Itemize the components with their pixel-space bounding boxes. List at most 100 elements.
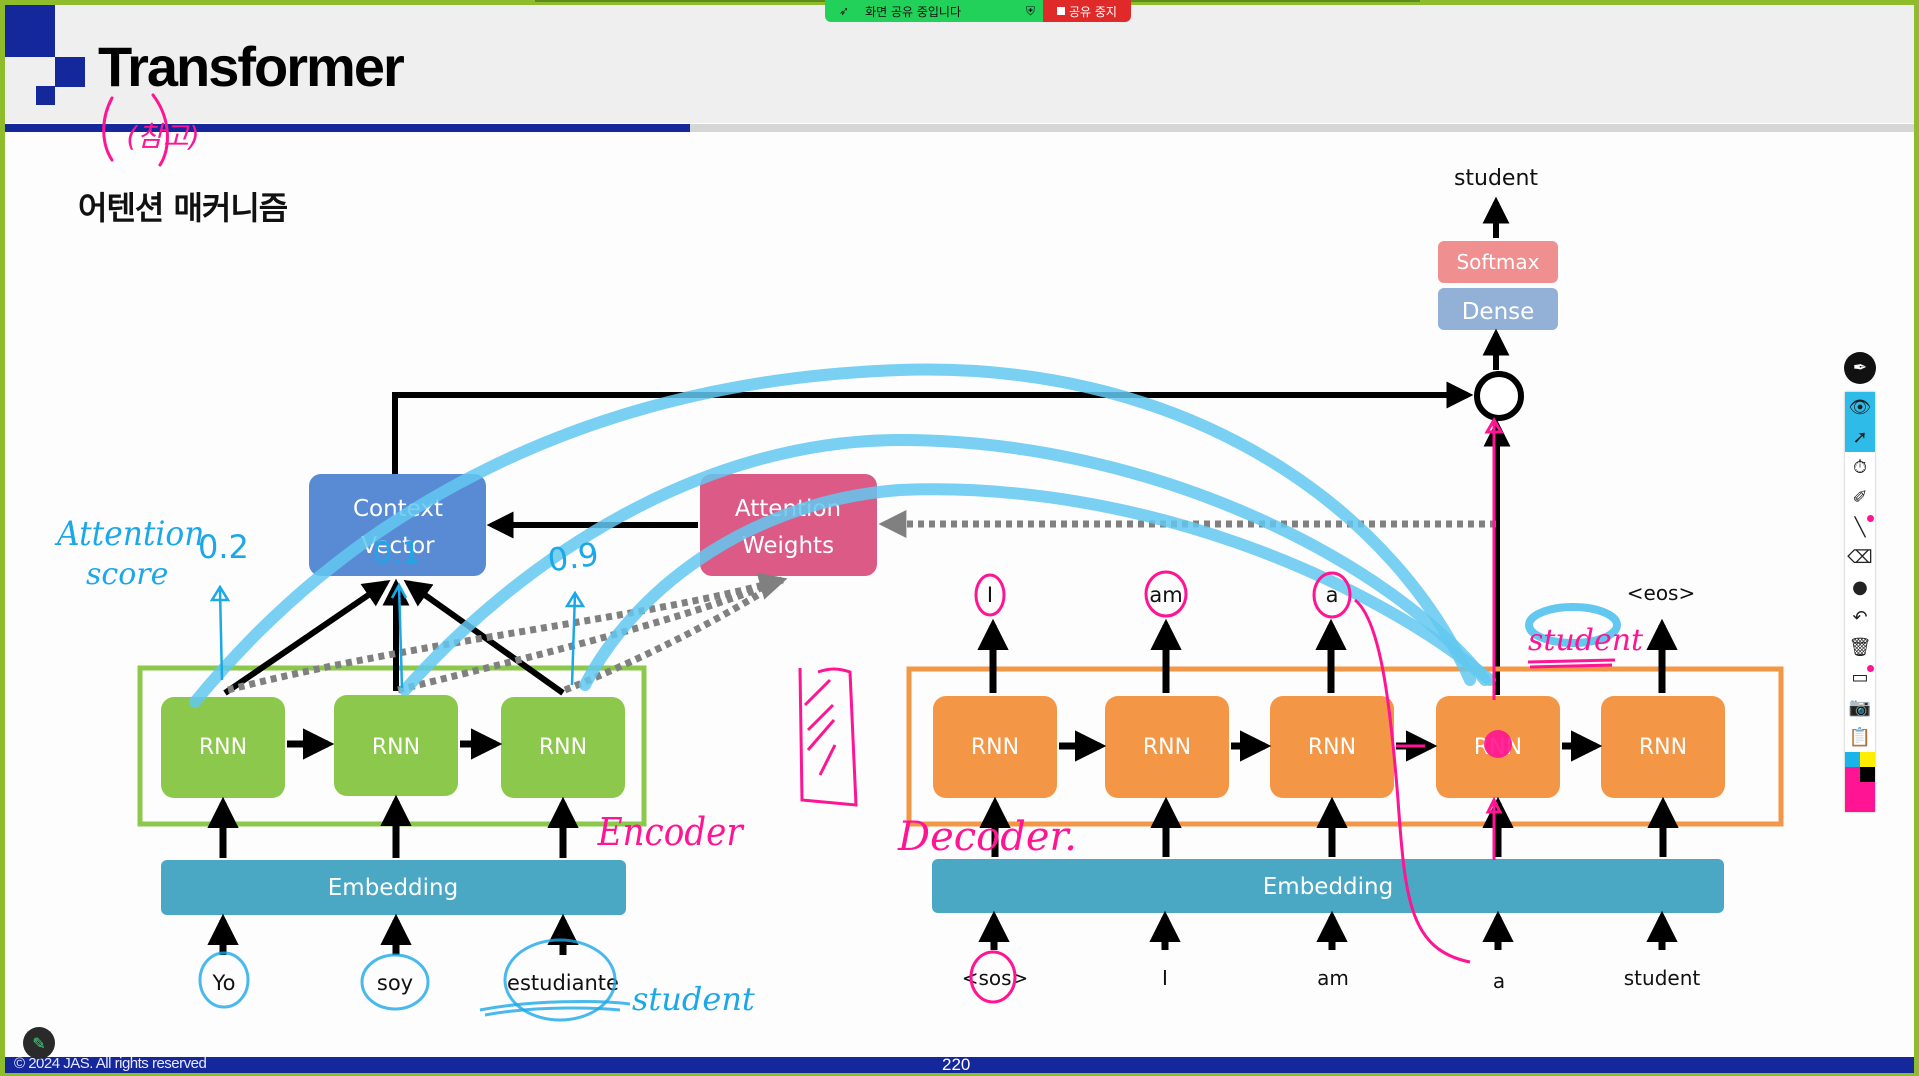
decoder-output-circles: [969, 417, 1504, 1004]
clear-button[interactable]: 🗑: [1845, 632, 1875, 662]
decoder-rnn-5: [1601, 696, 1725, 798]
decoder-input-word: I: [1162, 966, 1168, 990]
undo-button[interactable]: ↶: [1845, 602, 1875, 632]
dense-box: [1438, 288, 1558, 330]
pointer-icon: ➚: [1852, 426, 1868, 448]
encoder-rnn-3: [501, 697, 625, 798]
color-swatch-yellow[interactable]: [1860, 752, 1875, 767]
attention-weights-label-2: Weights: [742, 533, 834, 559]
pink-scribble: [1484, 730, 1512, 758]
whiteboard-button[interactable]: ▭: [1845, 662, 1875, 692]
dot-size-icon: ●: [1852, 576, 1868, 598]
dotted-enc1-to-weights: [227, 572, 788, 694]
encoder-input-circles: [198, 938, 631, 1022]
color-swatch-black[interactable]: [1860, 767, 1875, 782]
slide-header: Transformer: [5, 5, 1914, 123]
encoder-note: Encoder: [597, 809, 746, 854]
arrow-enc3-to-context: [403, 579, 565, 696]
dotted-enc3-to-weights: [563, 577, 784, 694]
brush-size-button[interactable]: ●: [1845, 572, 1875, 602]
pen-mode-button[interactable]: ✒: [1844, 352, 1876, 384]
screenshot-button[interactable]: 📷: [1845, 692, 1875, 722]
decoder-embedding-label: Embedding: [1263, 874, 1393, 900]
color-palette[interactable]: [1845, 752, 1875, 812]
highlighter-tool-button[interactable]: ✐: [1845, 482, 1875, 512]
score-arrows: [209, 582, 586, 689]
share-status[interactable]: ➶ 화면 공유 중입니다 ⛨: [825, 0, 1043, 22]
attention-highlight-curves: [189, 363, 1496, 708]
softmax-label: Softmax: [1456, 250, 1539, 274]
predicted-note-highlight: [1525, 603, 1621, 647]
slide-footer: © 2024 JAS. All rights reserved 220: [5, 1055, 1914, 1073]
footer-copyright: © 2024 JAS. All rights reserved: [14, 1055, 207, 1072]
decoder-embedding-box: [932, 859, 1724, 913]
attention-score-note-2: score: [86, 557, 168, 592]
decoder-rnn-label: RNN: [1639, 735, 1687, 760]
encoder-rnn-label: RNN: [372, 735, 420, 760]
stop-icon: [1057, 7, 1065, 15]
dense-label: Dense: [1462, 299, 1535, 325]
logo-block-medium: [55, 57, 85, 87]
shield-icon: ⛨: [1025, 3, 1035, 18]
logo-block-large: [5, 5, 55, 57]
encoder-rnn-label: RNN: [539, 735, 587, 760]
header-rule-accent: [5, 124, 690, 132]
header-rule: [690, 124, 1914, 132]
decoder-rnn-3: [1270, 696, 1394, 798]
decoder-rnn-label: RNN: [1308, 735, 1356, 760]
camera-icon: 📷: [1848, 696, 1872, 718]
weight-note: 0.2: [198, 528, 249, 566]
encoder-input-word: soy: [377, 971, 413, 995]
encoder-embedding-box: [161, 860, 626, 915]
softmax-box: [1438, 241, 1558, 283]
encoder-embedding-label: Embedding: [328, 875, 458, 901]
translation-note: student: [632, 980, 755, 1018]
annotation-tool-panel: 👁 ➚ ⏱ ✐ ╲ ⌫ ● ↶ 🗑 ▭ 📷 📋: [1845, 392, 1875, 812]
pointer-tool-button[interactable]: ➚: [1845, 422, 1875, 452]
decoder-input-word: a: [1493, 969, 1505, 993]
weight-note: 0.1: [373, 536, 421, 571]
stop-share-button[interactable]: 공유 중지: [1043, 0, 1131, 22]
arrow-enc1-to-context: [223, 579, 391, 696]
annotation-toolbar: ✒ 👁 ➚ ⏱ ✐ ╲ ⌫ ● ↶ 🗑 ▭ 📷 📋: [1844, 352, 1876, 812]
encoder-rnn-2: [334, 695, 458, 796]
clipboard-button[interactable]: 📋: [1845, 722, 1875, 752]
decoder-rnn-label: RNN: [1143, 735, 1191, 760]
eye-icon: 👁: [1848, 396, 1872, 418]
encoder-input-word: estudiante: [507, 971, 619, 995]
highlighter-icon: ✐: [1852, 486, 1868, 508]
decoder-input-word: am: [1317, 966, 1349, 990]
line-tool-button[interactable]: ╲: [1845, 512, 1875, 542]
predicted-note: student: [1528, 623, 1644, 658]
timer-tool-button[interactable]: ⏱: [1845, 452, 1875, 482]
decoder-output-word: <eos>: [1627, 581, 1695, 605]
decoder-output-word: I: [987, 583, 993, 607]
decoder-rnn-1: [933, 696, 1057, 798]
active-color-dot: [1867, 515, 1874, 522]
weight-note: 0.9: [545, 535, 601, 580]
screen-share-bar: ➶ 화면 공유 중입니다 ⛨ 공유 중지: [825, 0, 1131, 22]
stop-share-label: 공유 중지: [1069, 4, 1117, 19]
clipboard-icon: 📋: [1848, 726, 1872, 748]
pen-nib-icon: ✒: [1852, 358, 1868, 378]
encoder-rnn-cells: RNN RNN RNN: [161, 695, 625, 798]
pencil-icon: ✎: [32, 1033, 46, 1053]
pen-line-icon: ╲: [1854, 516, 1866, 538]
whiteboard-icon: ▭: [1851, 666, 1869, 688]
share-status-label: 화면 공유 중입니다: [865, 4, 962, 19]
eraser-tool-button[interactable]: ⌫: [1845, 542, 1875, 572]
trash-icon: 🗑: [1848, 636, 1872, 658]
decoder-output-word: am: [1149, 583, 1182, 607]
slide-subtitle: 어텐션 매커니즘: [78, 189, 288, 227]
encoder-rnn-1: [161, 697, 285, 798]
toggle-visibility-button[interactable]: 👁: [1845, 392, 1875, 422]
decoder-rnn-label: RNN: [971, 735, 1019, 760]
timer-off-icon: ⏱: [1852, 456, 1868, 478]
slide-title: Transformer: [98, 35, 405, 98]
edit-pencil-button[interactable]: ✎: [23, 1027, 55, 1059]
color-swatch-cyan[interactable]: [1845, 752, 1860, 767]
reference-note-text: (참고): [126, 120, 199, 153]
output-word: student: [1454, 166, 1538, 191]
pin-icon: ➶: [839, 4, 850, 18]
